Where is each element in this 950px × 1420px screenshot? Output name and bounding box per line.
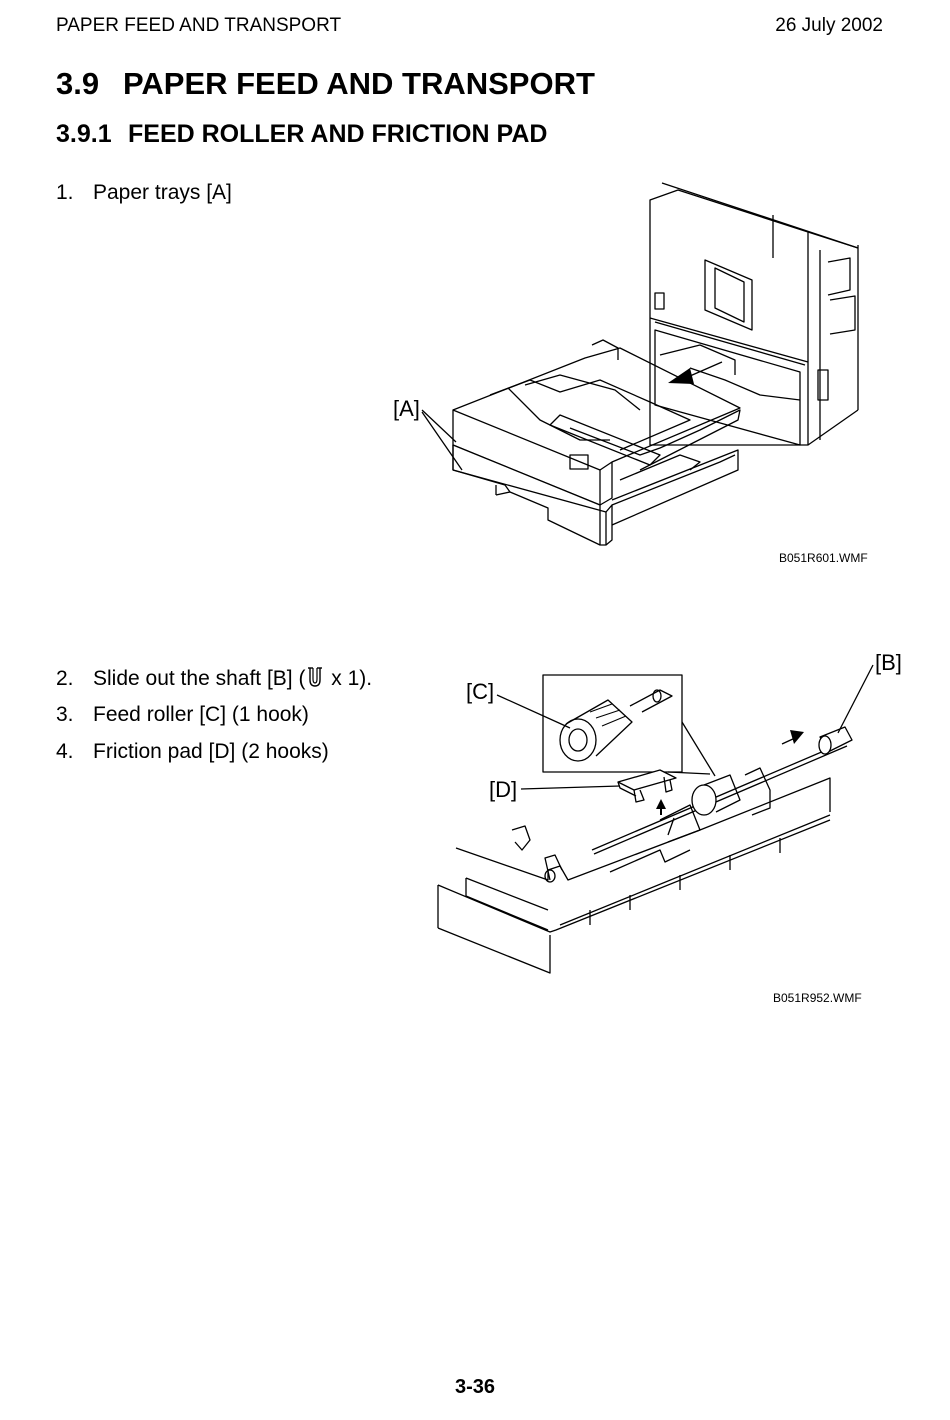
callout-d: [D] [489,777,518,802]
running-header-date: 26 July 2002 [775,15,883,36]
step-number: 1. [56,181,74,204]
step-text: Feed roller [C] (1 hook) [93,703,309,726]
step-number: 2. [56,667,74,690]
subsection-title: FEED ROLLER AND FRICTION PAD [128,120,548,148]
step-number: 4. [56,740,74,763]
callout-c: [C] [466,679,495,704]
running-header-left: PAPER FEED AND TRANSPORT [56,15,342,36]
callout-b: [B] [875,650,902,675]
step-4: 4. Friction pad [D] (2 hooks) [56,740,329,764]
step-text: x 1). [325,667,373,690]
section-number: 3.9 [56,66,100,101]
step-number: 3. [56,703,74,726]
step-1: 1. Paper trays [A] [56,181,232,205]
step-text: Slide out the shaft [B] ( [93,667,306,690]
callout-a: [A] [393,396,420,421]
step-2: 2. Slide out the shaft [B] ( x 1). [56,666,372,694]
figure-2-id: B051R952.WMF [773,991,862,1005]
section-heading: 3.9 PAPER FEED AND TRANSPORT [56,66,595,102]
subsection-heading: 3.9.1 FEED ROLLER AND FRICTION PAD [56,120,547,149]
subsection-number: 3.9.1 [56,120,112,148]
step-text: Paper trays [A] [93,181,232,204]
step-3: 3. Feed roller [C] (1 hook) [56,703,309,727]
step-text: Friction pad [D] (2 hooks) [93,740,329,763]
section-title: PAPER FEED AND TRANSPORT [123,66,595,101]
snap-ring-icon [305,666,325,694]
page-number: 3-36 [454,1376,496,1398]
figure-1-id: B051R601.WMF [779,551,868,565]
